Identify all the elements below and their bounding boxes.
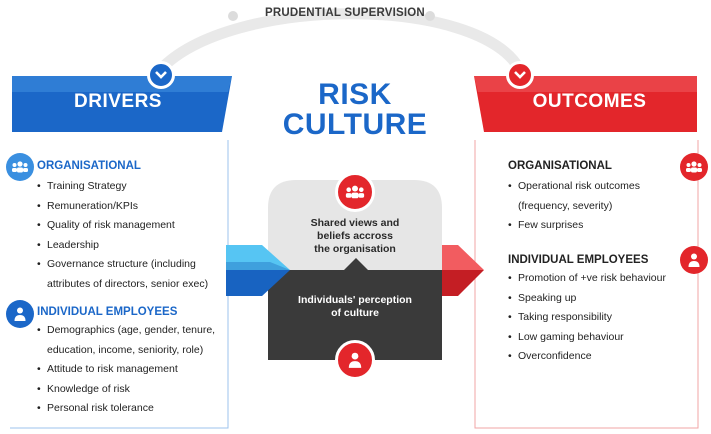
list-item: Leadership <box>37 236 227 256</box>
list-item: Remuneration/KPIs <box>37 197 227 217</box>
arc-dot-right <box>425 11 435 21</box>
perception-text: Individuals' perception of culture <box>280 294 430 320</box>
list-item: Low gaming behaviour <box>508 328 678 348</box>
drivers-box-border <box>10 140 229 429</box>
list-item: Quality of risk management <box>37 216 227 236</box>
shared-views-text: Shared views and beliefs accross the org… <box>280 217 430 256</box>
person-icon <box>6 300 34 328</box>
supervision-arc <box>154 8 526 76</box>
title-line-2: CULTURE <box>282 108 428 141</box>
drivers-banner: DRIVERS <box>74 91 162 112</box>
list-item: Taking responsibility <box>508 308 678 328</box>
chevron-down-icon <box>506 61 534 89</box>
arc-dot-left <box>228 11 238 21</box>
list-item-continuation: attributes of directors, senior exec) <box>47 277 209 290</box>
drivers-banner-fold <box>12 76 232 92</box>
group-icon <box>680 153 708 181</box>
list-item: Overconfidence <box>508 347 678 367</box>
drivers-organisational-list: Training Strategy Remuneration/KPIs Qual… <box>37 177 227 294</box>
drivers-organisational-heading: ORGANISATIONAL <box>37 160 141 172</box>
shared-views-box <box>268 180 442 270</box>
list-item: Personal risk tolerance <box>37 399 227 419</box>
list-item: Promotion of +ve risk behaviour <box>508 269 678 289</box>
left-arrow-shade <box>226 262 290 296</box>
list-item: Knowledge of risk <box>37 380 227 400</box>
shared-views-line-3: the organisation <box>314 243 396 255</box>
person-icon <box>335 340 375 380</box>
list-item: education, income, seniority, role) <box>47 343 204 356</box>
list-item: attributes of directors, senior exec) <box>37 275 227 295</box>
group-icon <box>6 153 34 181</box>
outcomes-box-border <box>474 140 699 429</box>
list-item: Operational risk outcomes <box>508 177 678 197</box>
outcomes-individual-heading: INDIVIDUAL EMPLOYEES <box>508 254 649 266</box>
perception-line-2: of culture <box>331 307 379 319</box>
list-item: Speaking up <box>508 289 678 309</box>
chevron-down-icon <box>147 61 175 89</box>
drivers-individual-list: Demographics (age, gender, tenure, educa… <box>37 321 227 419</box>
left-arrow-bottom <box>226 270 290 296</box>
right-arrow-top <box>442 245 484 270</box>
person-icon <box>680 246 708 274</box>
outcomes-organisational-heading: ORGANISATIONAL <box>508 160 612 172</box>
drivers-individual-heading: INDIVIDUAL EMPLOYEES <box>37 306 178 318</box>
list-item: Demographics (age, gender, tenure, <box>37 321 227 341</box>
shared-views-line-1: Shared views and <box>310 217 400 229</box>
center-notch <box>344 258 368 270</box>
group-icon <box>335 172 375 212</box>
perception-line-1: Individuals' perception <box>298 294 412 306</box>
list-item: (frequency, severity) <box>518 199 613 212</box>
outcomes-banner: OUTCOMES <box>532 91 647 112</box>
shared-views-line-2: beliefs accross <box>317 230 393 242</box>
left-arrow-top <box>226 245 290 270</box>
list-item: Few surprises <box>508 216 678 236</box>
outcomes-individual-list: Promotion of +ve risk behaviour Speaking… <box>508 269 678 367</box>
outcomes-organisational-list: Operational risk outcomes (frequency, se… <box>508 177 678 236</box>
supervision-label: PRUDENTIAL SUPERVISION <box>265 7 425 19</box>
list-item: Attitude to risk management <box>37 360 227 380</box>
list-item: Governance structure (including <box>37 255 227 275</box>
right-arrow-bottom <box>442 270 484 296</box>
list-item: Training Strategy <box>37 177 227 197</box>
page-title: RISK CULTURE <box>270 80 440 140</box>
title-line-1: RISK <box>318 78 392 111</box>
